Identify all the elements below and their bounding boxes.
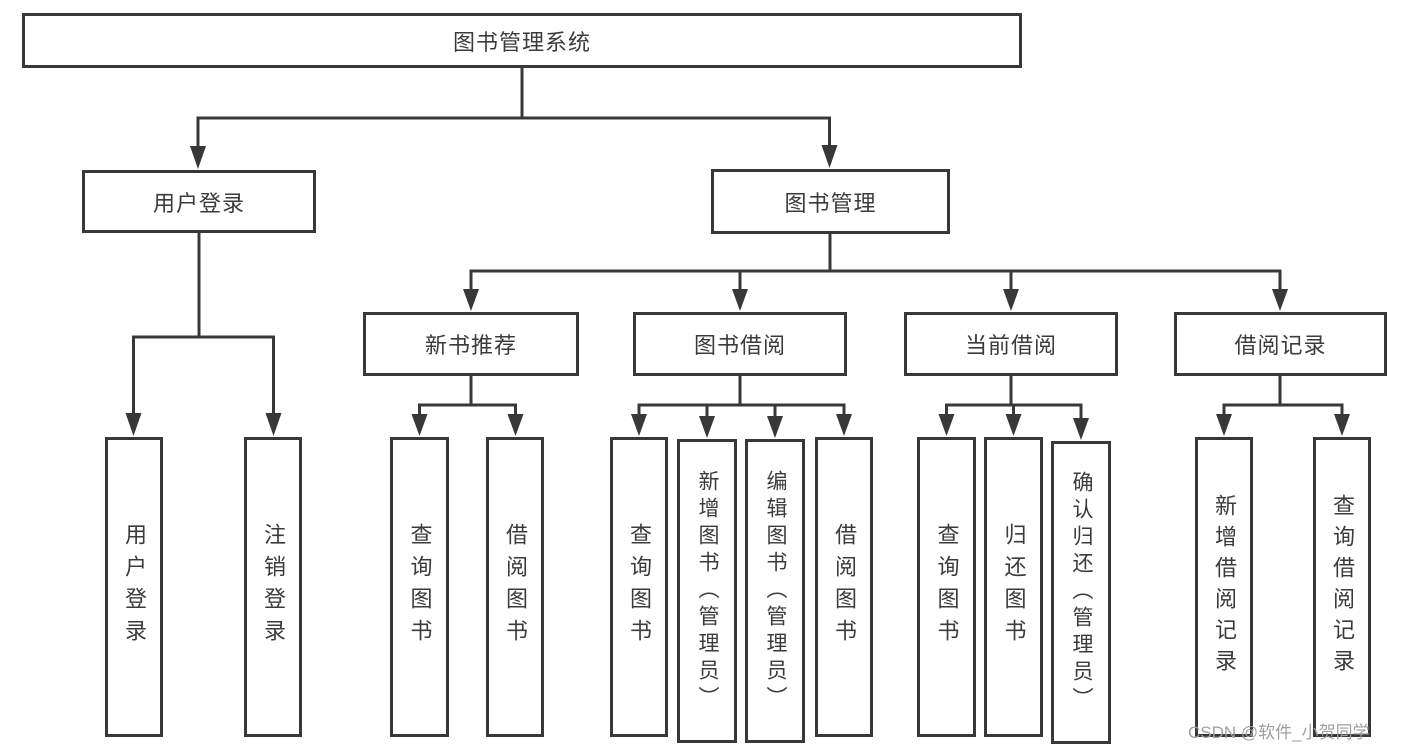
csdn-watermark: CSDN @软件_小贺同学 — [1188, 723, 1370, 742]
leaf-current-confirm-admin: 确认归还（管理员） — [1051, 441, 1111, 744]
node-label: 图书借阅 — [693, 333, 786, 358]
leaf-borrow-add-admin: 新增图书（管理员） — [677, 439, 737, 743]
node-label: 用户登录 — [152, 190, 245, 216]
node-user-login: 用户登录 — [82, 170, 316, 233]
leaf-logout: 注销登录 — [244, 437, 302, 737]
leaf-borrow-query: 查询图书 — [610, 437, 668, 737]
node-library-system: 图书管理系统 — [22, 13, 1022, 68]
node-book-borrowing: 图书借阅 — [633, 312, 847, 376]
node-current-borrowing: 当前借阅 — [904, 312, 1118, 376]
node-new-book-recommend: 新书推荐 — [363, 312, 579, 376]
node-label: 确认归还（管理员） — [1070, 471, 1093, 714]
leaf-user-login: 用户登录 — [105, 437, 163, 737]
leaf-records-query: 查询借阅记录 — [1313, 437, 1371, 737]
leaf-records-add: 新增借阅记录 — [1195, 437, 1253, 737]
node-label: 新书推荐 — [424, 333, 517, 358]
leaf-current-return: 归还图书 — [984, 437, 1043, 737]
node-label: 新增图书（管理员） — [696, 469, 719, 713]
node-book-management: 图书管理 — [711, 169, 950, 234]
node-label: 新增借阅记录 — [1212, 494, 1237, 680]
node-borrowing-records: 借阅记录 — [1174, 312, 1387, 376]
node-label: 借阅图书 — [832, 523, 857, 651]
node-label: 查询图书 — [627, 523, 652, 651]
node-label: 借阅记录 — [1234, 333, 1327, 358]
node-label: 归还图书 — [1001, 523, 1027, 651]
node-label: 图书管理系统 — [452, 29, 591, 55]
node-label: 用户登录 — [122, 523, 147, 651]
node-label: 借阅图书 — [503, 523, 528, 651]
leaf-current-query: 查询图书 — [917, 437, 976, 737]
leaf-newbooks-query: 查询图书 — [390, 437, 449, 737]
arrowheads — [125, 145, 1350, 440]
node-label: 查询借阅记录 — [1330, 494, 1355, 680]
node-label: 查询图书 — [934, 523, 960, 651]
node-label: 注销登录 — [261, 523, 286, 651]
leaf-borrow-edit-admin: 编辑图书（管理员） — [745, 439, 805, 743]
node-label: 当前借阅 — [964, 333, 1057, 358]
node-label: 图书管理 — [784, 190, 877, 216]
leaf-borrow-borrow: 借阅图书 — [815, 437, 873, 737]
node-label: 编辑图书（管理员） — [764, 469, 787, 713]
leaf-newbooks-borrow: 借阅图书 — [486, 437, 544, 737]
node-label: 查询图书 — [407, 523, 433, 651]
